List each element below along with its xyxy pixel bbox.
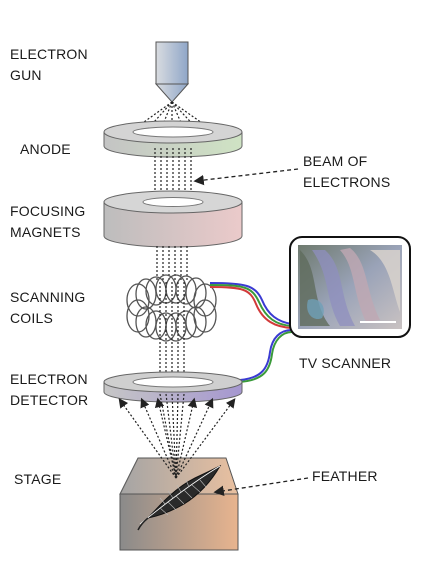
secondary-electron-arrows xyxy=(118,397,236,479)
label-beam-of-electrons: BEAM OF ELECTRONS xyxy=(303,151,390,193)
scanning-coils xyxy=(126,274,217,342)
label-detector-line2: DETECTOR xyxy=(10,392,89,408)
label-anode-line1: ANODE xyxy=(20,141,71,157)
label-electron-detector: ELECTRON DETECTOR xyxy=(10,369,88,411)
label-focusing-line1: FOCUSING xyxy=(10,203,86,219)
label-beam-line1: BEAM OF xyxy=(303,153,368,169)
stage-block xyxy=(119,457,239,551)
label-stage: STAGE xyxy=(14,469,61,490)
anode-ring xyxy=(103,120,243,158)
beam-column-3 xyxy=(159,282,185,376)
label-beam-line2: ELECTRONS xyxy=(303,174,391,190)
label-focusing-line2: MAGNETS xyxy=(10,224,81,240)
tv-scanner-screen xyxy=(289,236,411,338)
label-detector-line1: ELECTRON xyxy=(10,371,88,387)
focusing-magnets xyxy=(103,190,243,248)
label-electron-gun: ELECTRON GUN xyxy=(10,44,88,86)
label-feather: FEATHER xyxy=(312,466,378,487)
label-pointers xyxy=(193,168,309,496)
label-stage-line1: STAGE xyxy=(14,471,62,487)
label-scanning-coils: SCANNING COILS xyxy=(10,287,86,329)
label-scanning-line2: COILS xyxy=(10,310,54,326)
label-electron-gun-line2: GUN xyxy=(10,67,42,83)
electron-gun xyxy=(154,41,190,103)
label-tv-scanner-line1: TV SCANNER xyxy=(299,355,392,371)
label-feather-line1: FEATHER xyxy=(312,468,378,484)
label-focusing-magnets: FOCUSING MAGNETS xyxy=(10,201,86,243)
electron-detector-ring xyxy=(103,371,243,403)
signal-cables xyxy=(209,282,293,383)
beam-column-1 xyxy=(154,148,192,198)
feather-specimen xyxy=(137,464,222,531)
label-tv-scanner: TV SCANNER xyxy=(299,353,391,374)
label-scanning-line1: SCANNING xyxy=(10,289,86,305)
label-electron-gun-line1: ELECTRON xyxy=(10,46,88,62)
label-anode: ANODE xyxy=(20,139,71,160)
